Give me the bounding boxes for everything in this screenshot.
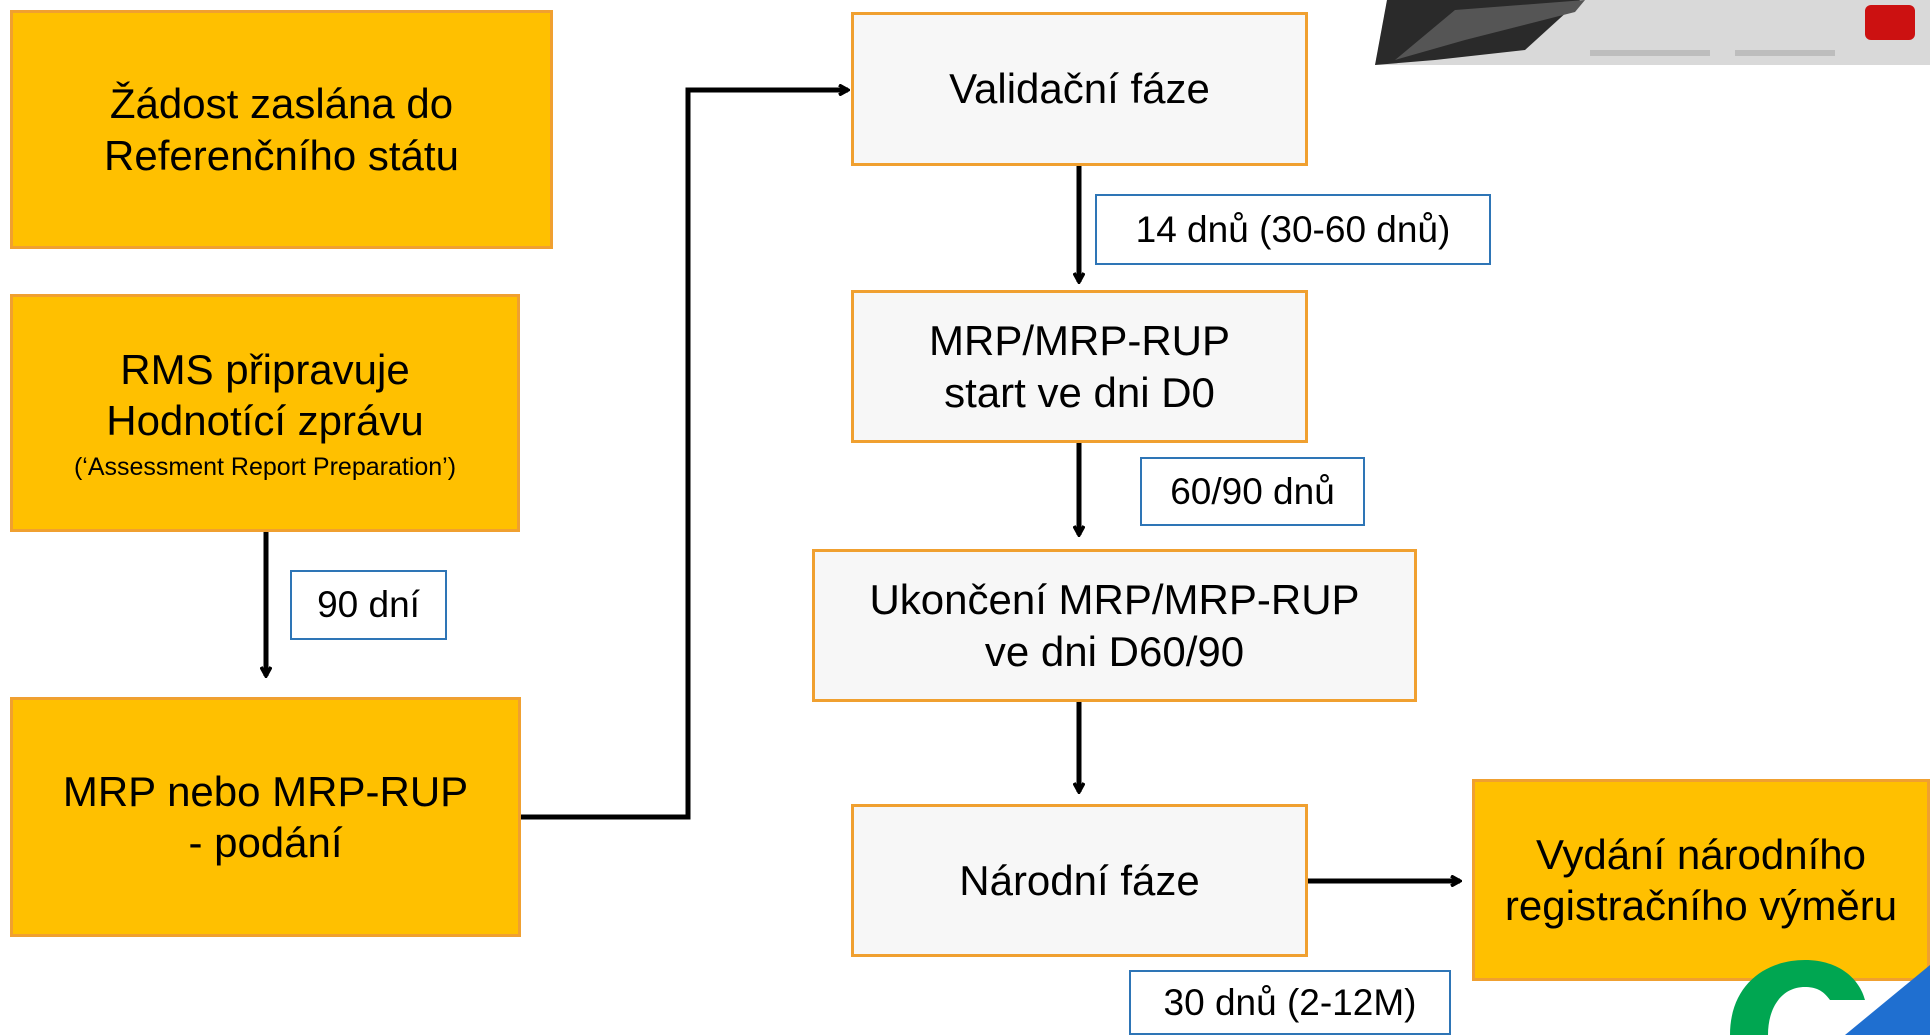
duration-label-60-90: 60/90 dnů (1140, 457, 1365, 526)
duration-label-30: 30 dnů (2-12M) (1129, 970, 1451, 1035)
request-line1: Žádost zaslána do (109, 80, 454, 128)
duration-label-14: 14 dnů (30-60 dnů) (1095, 194, 1491, 265)
national-box: Národní fáze (851, 804, 1308, 957)
request-box: Žádost zaslána do Referenčního státu (10, 10, 553, 249)
rms-note: (‘Assessment Report Preparation’) (73, 452, 457, 481)
end-line2: ve dni D60/90 (984, 627, 1245, 675)
start-box: MRP/MRP-RUP start ve dni D0 (851, 290, 1308, 443)
submission-box: MRP nebo MRP-RUP - podání (10, 697, 521, 937)
request-line2: Referenčního státu (104, 131, 459, 179)
submission-line1: MRP nebo MRP-RUP (62, 767, 469, 815)
start-line1: MRP/MRP-RUP (929, 317, 1230, 365)
logo-icon (1730, 960, 1930, 1035)
validation-box: Validační fáze (851, 12, 1308, 166)
arrow-submission-to-validation (521, 90, 848, 820)
national-line1: Národní fáze (959, 856, 1200, 904)
header-photo (1375, 0, 1930, 65)
submission-line2: - podání (188, 819, 343, 866)
duration-label-90: 90 dní (290, 570, 447, 640)
issue-line2: registračního výměru (1504, 882, 1898, 929)
end-line1: Ukončení MRP/MRP-RUP (869, 576, 1360, 624)
start-line2: start ve dni D0 (944, 368, 1215, 416)
issue-line1: Vydání národního (1535, 830, 1867, 878)
rms-line2: Hodnotící zprávu (106, 396, 424, 444)
validation-line1: Validační fáze (949, 65, 1210, 113)
issue-box: Vydání národního registračního výměru (1472, 779, 1930, 981)
rms-box: RMS připravuje Hodnotící zprávu (‘Assess… (10, 294, 520, 532)
rms-line1: RMS připravuje (120, 345, 410, 393)
end-box: Ukončení MRP/MRP-RUP ve dni D60/90 (812, 549, 1417, 702)
